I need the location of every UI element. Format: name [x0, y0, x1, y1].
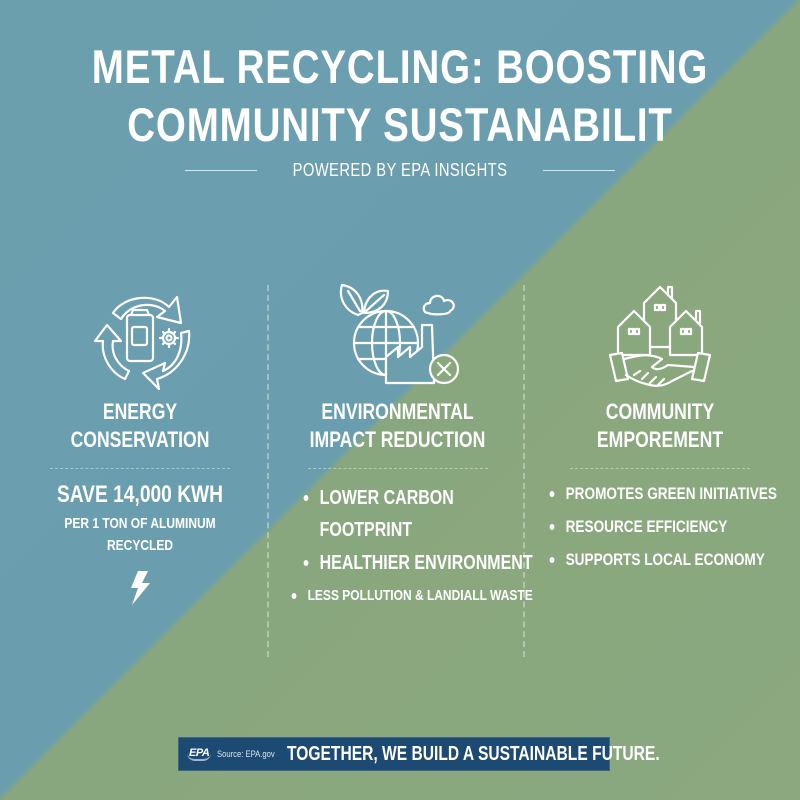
column-title: COMMUNITY EMPOREMENT — [564, 398, 756, 454]
column-title-line: IMPACT REDUCTION — [309, 427, 486, 452]
lightning-bolt-icon — [131, 571, 150, 605]
epa-logo-icon: EPA — [187, 747, 212, 761]
recycle-can-gear-icon — [93, 295, 191, 390]
title-line-1: METAL RECYCLING: BOOSTING — [91, 40, 709, 93]
environmental-benefits-list: LOWER CARBON FOOTPRINT HEALTHIER ENVIRON… — [280, 481, 533, 611]
column-title-line: COMMUNITY — [605, 399, 715, 424]
section-rule — [307, 468, 488, 469]
footer-banner: EPA Source: EPA.gov TOGETHER, WE BUILD A… — [178, 737, 660, 771]
list-item: SUPPORTS LOCAL ECONOMY — [548, 543, 765, 576]
subtitle-rule-left — [185, 170, 258, 171]
page-title: METAL RECYCLING: BOOSTING COMMUNITY SUST… — [72, 38, 728, 154]
stat-detail-line: PER 1 TON OF ALUMINUM — [64, 515, 216, 532]
list-item: LOWER CARBON — [302, 481, 472, 515]
list-item: HEALTHIER ENVIRONMENT — [302, 545, 533, 581]
list-item: PROMOTES GREEN INITIATIVES — [548, 477, 777, 510]
section-rule — [570, 468, 750, 469]
energy-stat: SAVE 14,000 KWH — [56, 481, 224, 508]
title-line-2: COMMUNITY SUSTANABILIT — [127, 98, 673, 151]
list-item-continuation: FOOTPRINT — [319, 519, 413, 541]
column-divider-2 — [523, 285, 525, 657]
column-community-empowerment: COMMUNITY EMPOREMENT PROMOTES GREEN INIT… — [540, 275, 780, 576]
source-credit: Source: EPA.gov — [217, 749, 276, 759]
energy-stat-detail: PER 1 TON OF ALUMINUM RECYCLED — [52, 513, 228, 557]
column-title-line: ENVIRONMENTAL — [321, 399, 474, 424]
column-energy-conservation: ENERGY CONSERVATION SAVE 14,000 KWH PER … — [30, 275, 250, 605]
subtitle-rule-right — [542, 170, 615, 171]
subtitle-row: POWERED BY EPA INSIGHTS — [0, 160, 800, 181]
column-title-line: ENERGY — [102, 399, 178, 424]
subtitle: POWERED BY EPA INSIGHTS — [292, 160, 508, 180]
column-title-line: EMPOREMENT — [596, 427, 724, 452]
column-divider-1 — [267, 285, 269, 657]
column-title: ENERGY CONSERVATION — [52, 398, 228, 454]
footer-tagline: TOGETHER, WE BUILD A SUSTAINABLE FUTURE. — [287, 742, 660, 765]
houses-handshake-icon — [608, 285, 712, 387]
globe-factory-icon — [339, 283, 459, 385]
column-title: ENVIRONMENTAL IMPACT REDUCTION — [304, 398, 492, 454]
stat-detail-line: RECYCLED — [106, 537, 173, 554]
column-environmental-impact: ENVIRONMENTAL IMPACT REDUCTION LOWER CAR… — [280, 275, 533, 611]
community-benefits-list: PROMOTES GREEN INITIATIVES RESOURCE EFFI… — [540, 477, 780, 576]
list-item: RESOURCE EFFICIENCY — [548, 510, 734, 543]
section-rule — [50, 468, 230, 469]
list-item: LESS POLLUTION & LANDIALL WASTE — [290, 581, 533, 611]
column-title-line: CONSERVATION — [70, 427, 210, 452]
